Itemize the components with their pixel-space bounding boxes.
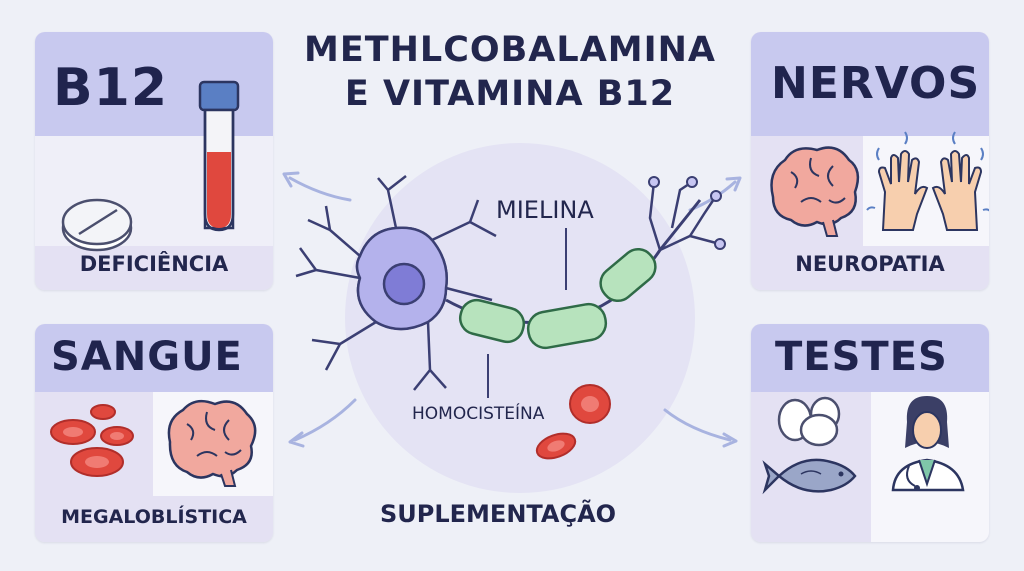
- brain-icon: [167, 399, 257, 487]
- card-b12: B12 DEFICIÊNCIA: [35, 32, 273, 290]
- card-nervos-title: NERVOS: [771, 58, 981, 109]
- card-sangue-header: [35, 324, 273, 392]
- arrow-to-testes: [663, 408, 732, 442]
- fish-icon: [762, 458, 857, 495]
- title-line-1: METHLCOBALAMINA: [303, 30, 717, 70]
- test-tube-icon: [198, 80, 240, 232]
- card-testes-header: [751, 324, 989, 392]
- arrow-to-sangue: [293, 398, 357, 442]
- card-b12-title: B12: [53, 58, 168, 118]
- card-sangue-title: SANGUE: [51, 334, 243, 380]
- axon-terminals: [648, 180, 721, 252]
- card-testes-title: TESTES: [775, 334, 948, 380]
- card-sangue-caption: MEGALOBLÍSTICA: [61, 506, 247, 528]
- brain-icon: [770, 146, 860, 237]
- doctor-icon: [891, 396, 965, 492]
- label-mielina: MIELINA: [496, 196, 594, 224]
- card-b12-caption: DEFICIÊNCIA: [79, 252, 229, 276]
- neuron-nucleus: [382, 262, 426, 306]
- arrow-to-b12: [288, 176, 352, 202]
- myelin-sheaths: [458, 247, 657, 350]
- title-line-2: E VITAMINA B12: [344, 74, 676, 114]
- pill-icon: [61, 198, 133, 252]
- card-nervos-caption: NEUROPATIA: [795, 252, 945, 276]
- card-nervos-header: [751, 32, 989, 136]
- card-nervos: NERVOS NEUROPATIA: [751, 32, 989, 290]
- page-title: METHLCOBALAMINA E VITAMINA B12: [290, 28, 730, 116]
- center-blood-cells: [535, 384, 611, 460]
- card-testes: TESTES: [751, 324, 989, 542]
- tingling-hands-icon: [866, 131, 989, 231]
- label-homocisteina: HOMOCISTEÍNA: [412, 404, 545, 424]
- red-blood-cells-icon: [50, 404, 134, 477]
- eggs-icon: [777, 396, 841, 447]
- card-sangue: SANGUE MEGALOBLÍSTICA: [35, 324, 273, 542]
- terminal-knobs: [648, 176, 726, 250]
- label-suplementacao: SUPLEMENTAÇÃO: [380, 500, 617, 528]
